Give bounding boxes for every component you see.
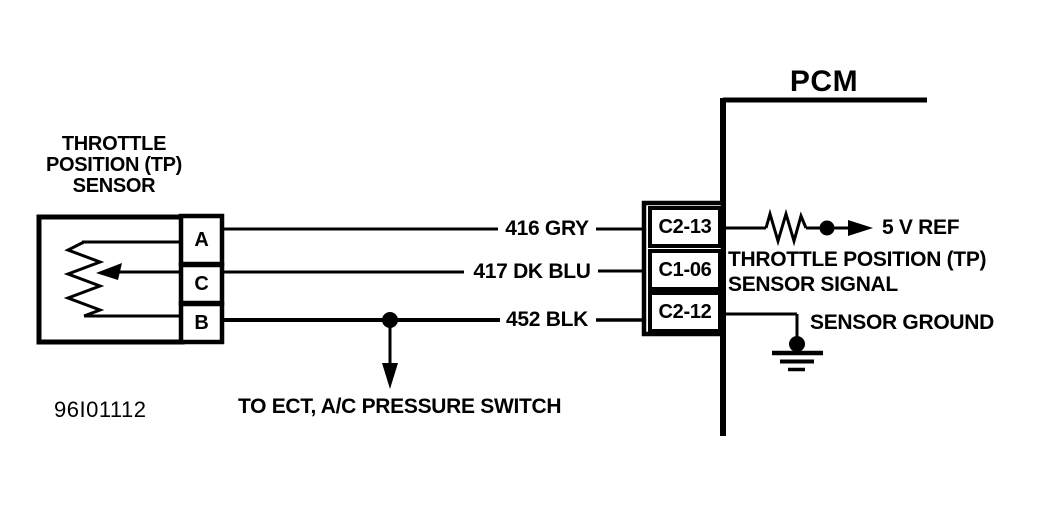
figure-id: 96I01112 bbox=[54, 397, 147, 422]
terminal-box-c bbox=[178, 262, 225, 306]
pin-box-c2-13 bbox=[648, 206, 722, 248]
pcm-title: PCM bbox=[789, 65, 859, 98]
ref-voltage-label: 5 V REF bbox=[882, 216, 960, 239]
signal-annotation-line-1: THROTTLE POSITION (TP) bbox=[728, 248, 987, 271]
potentiometer-resistor-icon bbox=[63, 240, 105, 318]
pin-box-c1-06 bbox=[648, 249, 722, 291]
ground-dot bbox=[789, 336, 805, 352]
wire-label-417-dk-blu: 417 DK BLU bbox=[473, 260, 591, 283]
terminal-label-c: C bbox=[194, 272, 209, 295]
branch-arrow-icon bbox=[382, 363, 398, 389]
pin-box-c2-12 bbox=[648, 291, 722, 333]
signal-annotation-line-2: SENSOR SIGNAL bbox=[728, 273, 898, 296]
ground-annotation: SENSOR GROUND bbox=[810, 311, 994, 334]
sensor-title-line-2: POSITION (TP) bbox=[45, 154, 183, 176]
terminal-box-b bbox=[178, 301, 225, 345]
sensor-box bbox=[36, 214, 185, 345]
signal-annotation: THROTTLE POSITION (TP) SENSOR SIGNAL bbox=[728, 247, 987, 297]
terminal-label-a: A bbox=[194, 228, 209, 251]
ref-junction-dot bbox=[819, 220, 835, 236]
sensor-title-line-3: SENSOR bbox=[72, 175, 156, 197]
pullup-resistor-icon bbox=[764, 208, 808, 247]
pin-label-c2-13: C2-13 bbox=[658, 215, 712, 238]
sensor-title-line-1: THROTTLE bbox=[61, 133, 167, 155]
wiper-arrow-icon bbox=[96, 263, 122, 280]
terminal-label-b: B bbox=[194, 311, 209, 334]
wire-label-416-gry: 416 GRY bbox=[505, 217, 589, 240]
ref-flow-arrow-icon bbox=[848, 220, 873, 236]
branch-note: TO ECT, A/C PRESSURE SWITCH bbox=[238, 395, 562, 418]
wire-label-452-blk: 452 BLK bbox=[506, 308, 588, 331]
pin-label-c1-06: C1-06 bbox=[658, 258, 712, 281]
sensor-title: THROTTLE POSITION (TP) SENSOR bbox=[23, 134, 205, 197]
pin-label-c2-12: C2-12 bbox=[658, 300, 712, 323]
